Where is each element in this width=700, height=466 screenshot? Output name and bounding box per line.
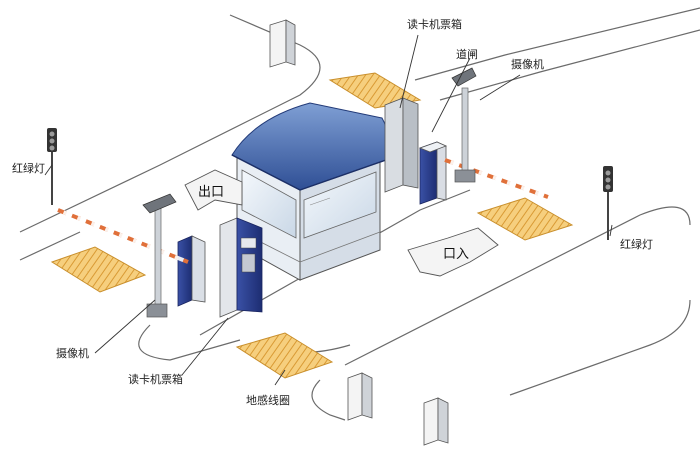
guard-booth <box>231 102 389 281</box>
road-lines <box>19 7 700 421</box>
label-gate: 道闸 <box>456 47 478 61</box>
exit-arrow-text: 出口 <box>198 185 224 200</box>
label-reader-box-bottom: 读卡机票箱 <box>128 372 183 386</box>
traffic-light-left <box>47 128 57 205</box>
exit-arrow: 出口 <box>184 169 243 211</box>
sensor-pad-right <box>476 197 574 241</box>
leader-lines <box>44 34 613 386</box>
entry-arrow: 口入 <box>407 227 499 277</box>
entry-gate <box>418 141 549 205</box>
label-traffic-light-left: 红绿灯 <box>12 161 45 175</box>
labels: 读卡机票箱 道闸 摄像机 红绿灯 红绿灯 摄像机 读卡机票箱 地感线圈 <box>12 17 653 407</box>
sensor-pad-left <box>50 246 147 293</box>
sensor-pad-top <box>328 72 422 109</box>
exit-gate <box>57 208 206 307</box>
sensor-pads <box>50 72 574 379</box>
bollards <box>269 19 449 446</box>
camera-lower <box>142 193 177 318</box>
reader-box-lower <box>219 217 263 318</box>
traffic-light-right <box>603 166 613 240</box>
label-camera-bottom: 摄像机 <box>56 346 89 360</box>
label-loop-sensor: 地感线圈 <box>246 393 290 407</box>
reader-box-upper <box>384 97 419 193</box>
label-traffic-light-right: 红绿灯 <box>620 237 653 251</box>
entry-arrow-text: 口入 <box>443 247 469 262</box>
label-camera-top: 摄像机 <box>511 57 544 71</box>
label-reader-box-top: 读卡机票箱 <box>407 17 462 31</box>
sensor-pad-bottom <box>235 332 334 379</box>
